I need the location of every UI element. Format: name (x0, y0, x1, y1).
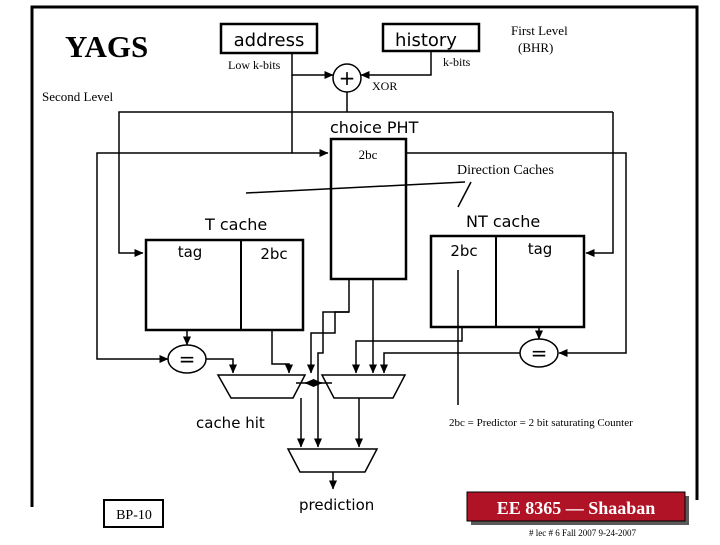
first-level-label: First Level (511, 23, 568, 38)
cache-hit-mux-left (216, 374, 307, 399)
prediction-mux (286, 448, 379, 473)
second-level-label: Second Level (42, 89, 114, 104)
low-k-bits-label: Low k-bits (228, 58, 281, 72)
history-box (381, 22, 481, 53)
direction-caches-label: Direction Caches (457, 163, 554, 178)
k-bits-label: k-bits (443, 55, 471, 69)
xor-label: XOR (372, 79, 397, 93)
wire-address-to-choice-pht (291, 75, 329, 157)
footer-logo (466, 491, 686, 522)
t-cache-tag-label: tag (178, 243, 203, 261)
wire-history-to-xor (360, 51, 432, 79)
t-cache-comparator-symbol: = (179, 347, 196, 371)
slide-number: BP-10 (116, 508, 152, 523)
t-cache-2bc-label: 2bc (260, 245, 287, 263)
wire-xor-to-t-cache (118, 111, 613, 257)
wire-pht-to-left-mux (307, 279, 350, 374)
wire-address-to-right-comparator (406, 152, 627, 357)
nt-cache-label: NT cache (466, 212, 540, 231)
choice-pht-label: choice PHT (330, 118, 419, 137)
wire-nt-2bc-to-mux (352, 327, 463, 374)
nt-cache-2bc-label: 2bc (450, 242, 477, 260)
wire-nt-comparator-to-mux (380, 352, 520, 374)
history-label: history (395, 30, 457, 51)
t-cache-label: T cache (204, 215, 267, 234)
t-cache-box (144, 238, 305, 332)
nt-cache-box (429, 234, 586, 329)
choice-pht-2bc-label: 2bc (359, 147, 378, 162)
wire-t-comparator-to-mux (206, 358, 237, 374)
slide-title: YAGS (65, 29, 148, 64)
xor-symbol: + (339, 66, 356, 90)
cache-hit-label: cache hit (196, 414, 265, 432)
wire-t-2bc-to-mux (271, 330, 293, 374)
slide-frame (30, 5, 699, 507)
address-box (219, 22, 319, 55)
choice-pht-box (329, 137, 408, 281)
footer-info: # lec # 6 Fall 2007 9-24-2007 (529, 528, 636, 538)
legend-note: 2bc = Predictor = 2 bit saturating Count… (449, 417, 633, 429)
nt-cache-tag-label: tag (528, 240, 553, 258)
slide-number-box (103, 499, 164, 528)
first-level-bhr-label: (BHR) (518, 40, 553, 55)
wire-address-to-left-comparator (96, 152, 292, 363)
nt-cache-comparator-symbol: = (531, 341, 548, 365)
address-label: address (234, 30, 305, 51)
wire-address-to-xor (291, 53, 334, 79)
footer-logo-text: EE 8365 — Shaaban (497, 498, 656, 518)
wire-xor-to-nt-cache (585, 112, 614, 257)
pointer-direction-to-nt-cache (457, 181, 472, 208)
pointer-direction-to-t-cache (245, 181, 466, 194)
cache-hit-mux-right (320, 374, 407, 399)
prediction-label: prediction (299, 496, 374, 514)
